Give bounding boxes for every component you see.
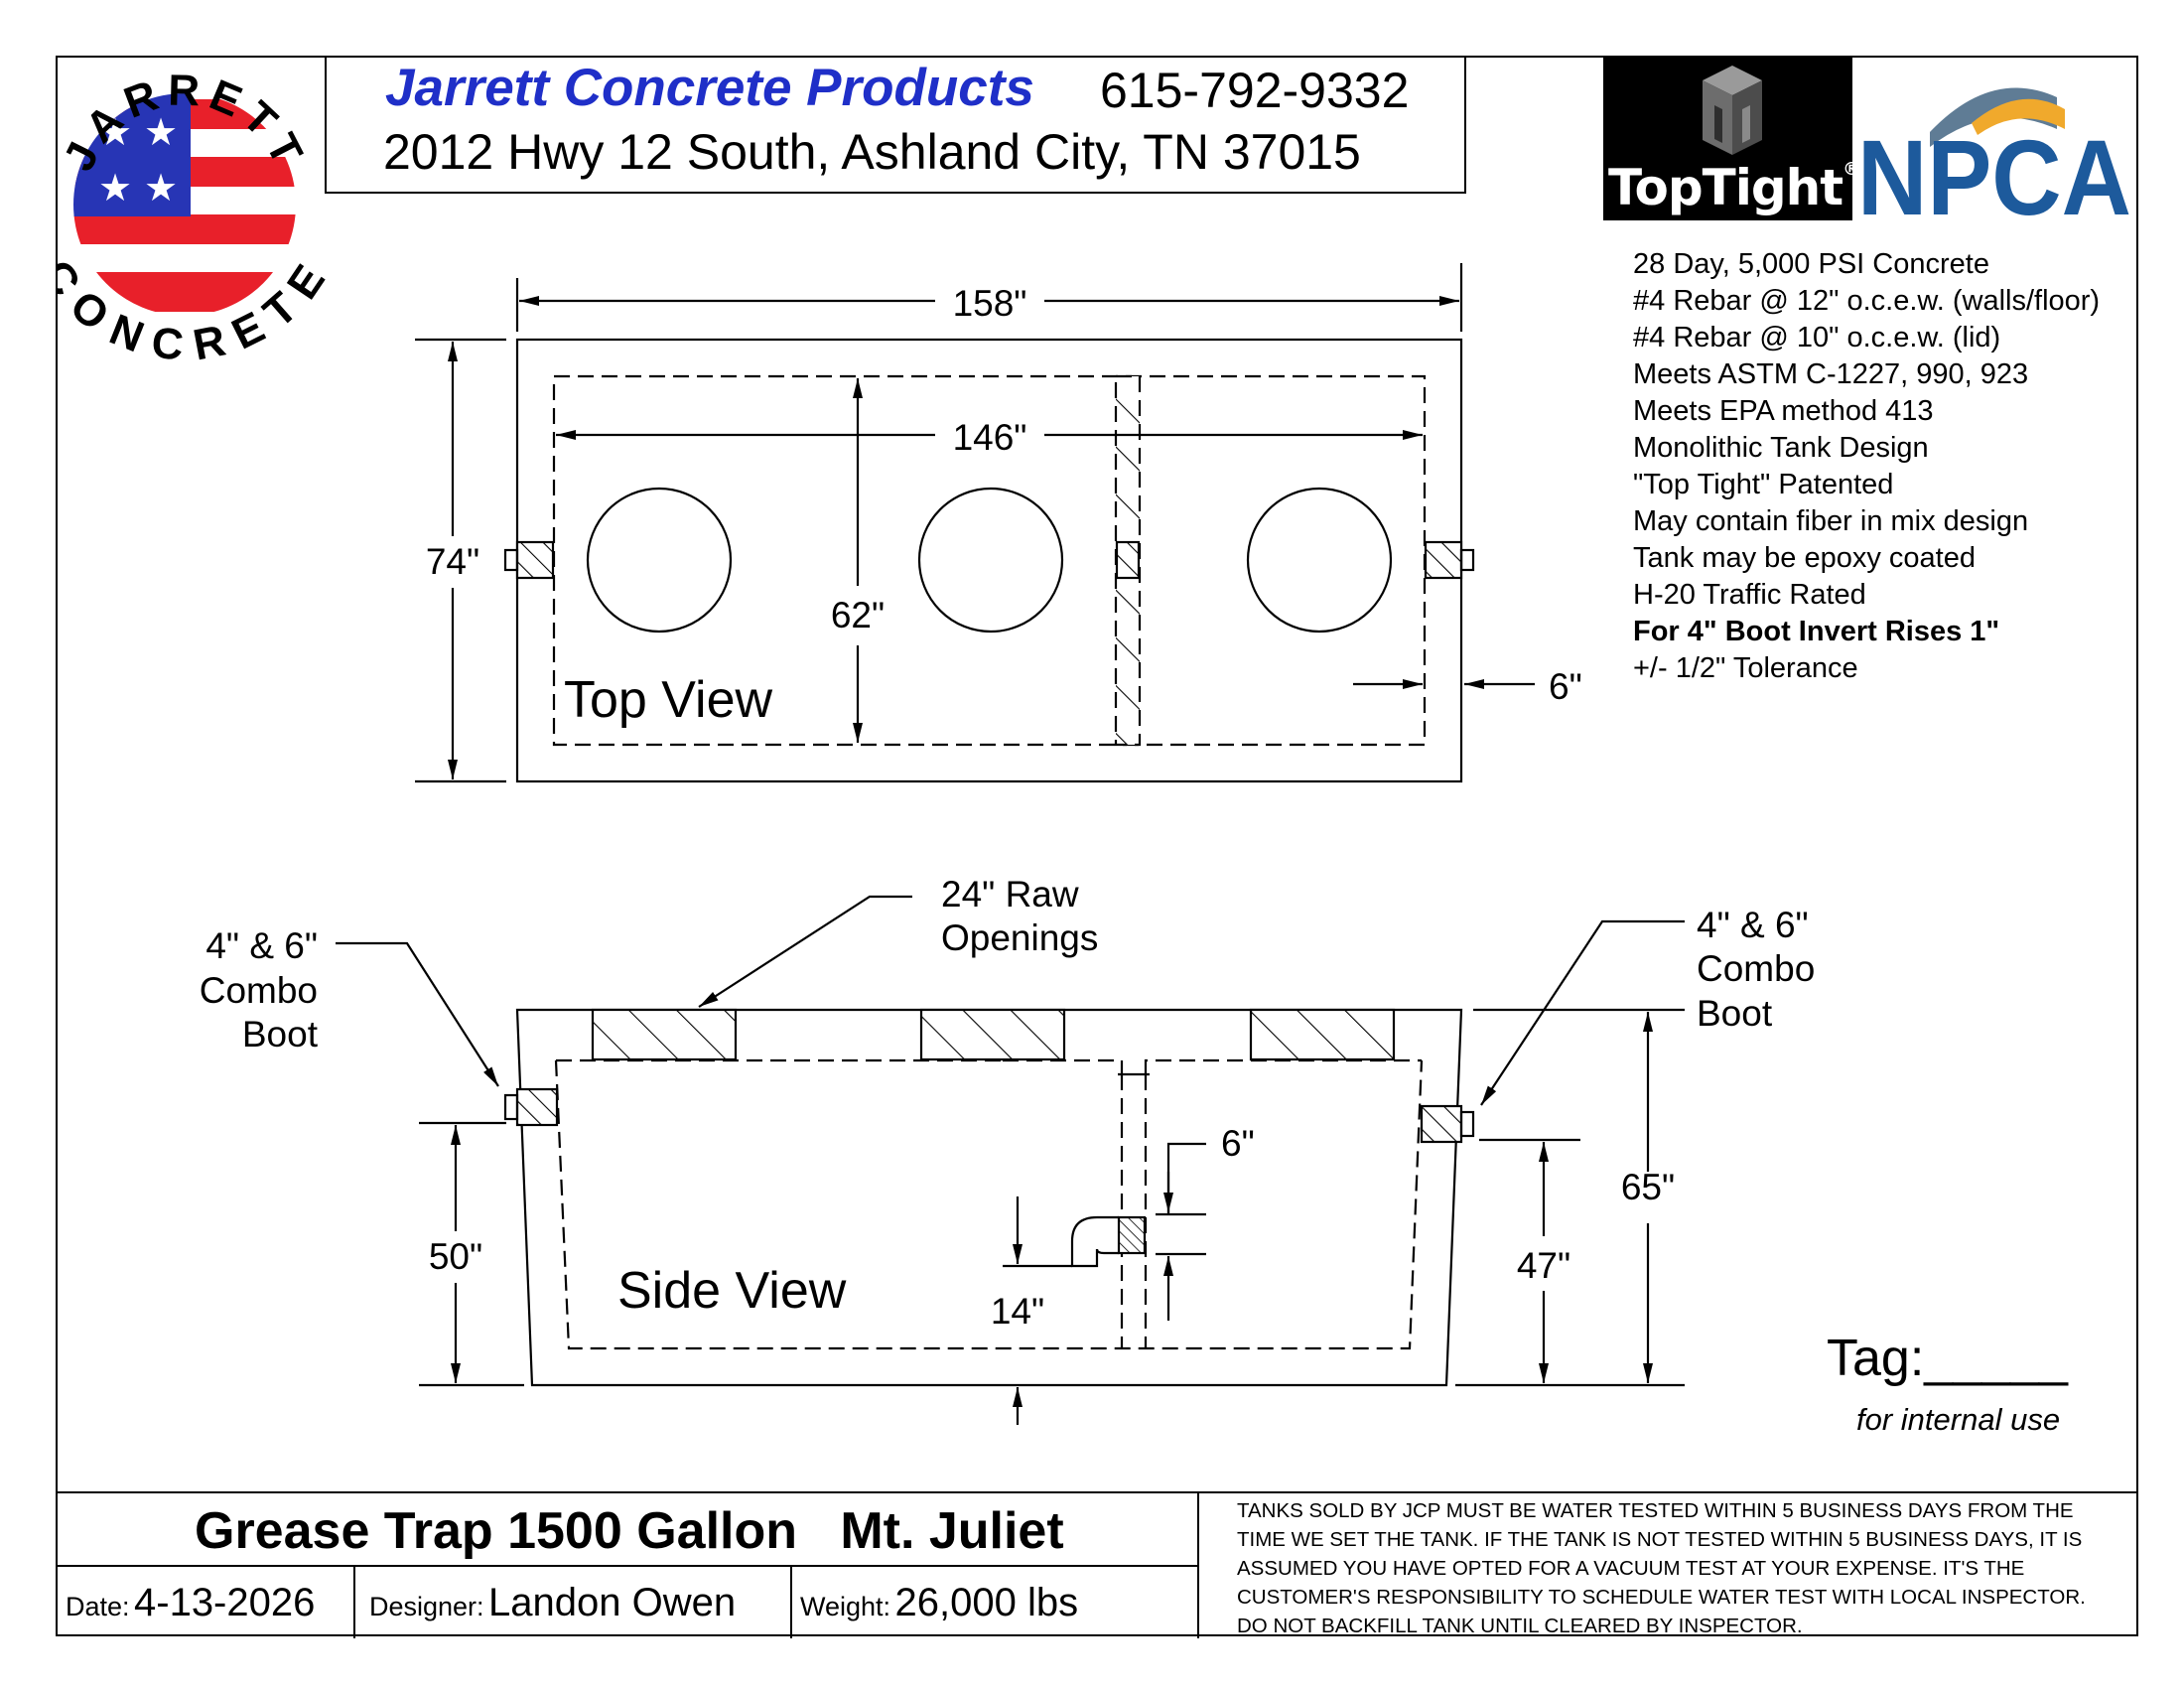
boot-right-line-3: Boot: [1697, 993, 1773, 1034]
side-view-boot-right-cap: [1459, 1110, 1475, 1138]
spec-rebar-walls: #4 Rebar @ 12" o.c.e.w. (walls/floor): [1633, 285, 2101, 317]
side-view-boot-right: [1420, 1104, 1463, 1144]
npca-wordmark: NPCA: [1857, 117, 2131, 220]
company-name: Jarrett Concrete Products: [385, 59, 1034, 117]
dim-length: 158": [953, 283, 1027, 324]
side-view-labels: 24" Raw Openings 4" & 6" Combo Boot 4" &…: [200, 874, 1816, 1332]
leader-boot-left: [336, 941, 499, 1087]
company-address: 2012 Hwy 12 South, Ashland City, TN 3701…: [383, 124, 1361, 180]
spec-patent: "Top Tight" Patented: [1633, 469, 1894, 500]
side-view-label: Side View: [617, 1262, 847, 1320]
designer-field: Designer: Landon Owen: [369, 1581, 736, 1625]
raw-openings-line-2: Openings: [941, 917, 1098, 958]
sheet-border: [56, 56, 2138, 1636]
toptight-cube-icon: [1703, 66, 1762, 155]
leader-raw-openings: [698, 895, 912, 1008]
designer-value: Landon Owen: [488, 1581, 737, 1624]
svg-text:★: ★: [144, 168, 178, 210]
spec-fiber: May contain fiber in mix design: [1633, 505, 2029, 537]
date-field: Date: 4-13-2026: [66, 1581, 315, 1625]
top-view: [415, 263, 1535, 783]
leader-boot-right: [1480, 919, 1685, 1106]
side-view-inner: [1144, 1058, 1422, 1074]
title-divider-v: [353, 1565, 355, 1638]
boot-right-line-1: 4" & 6": [1697, 905, 1809, 945]
weight-label: Weight:: [800, 1592, 891, 1621]
boot-left-line-2: Combo: [200, 970, 318, 1011]
top-view-label: Top View: [564, 671, 773, 729]
dim-baffle-gap: 6": [1221, 1123, 1255, 1164]
spec-tolerance: +/- 1/2" Tolerance: [1633, 652, 1858, 684]
dim-baffle-bottom: 14": [991, 1291, 1044, 1332]
top-view-baffle-port: [1115, 540, 1141, 580]
dim-inner-length: 146": [953, 417, 1027, 458]
spec-monolithic: Monolithic Tank Design: [1633, 432, 1929, 464]
dim-leader: [1166, 1142, 1206, 1214]
svg-text:★: ★: [144, 112, 178, 154]
water-test-disclaimer: TANKS SOLD BY JCP MUST BE WATER TESTED W…: [1237, 1499, 2086, 1637]
toptight-wordmark: TopTight®: [1608, 159, 1860, 216]
registered-mark: ®: [1843, 159, 1860, 180]
boot-left-line-3: Boot: [242, 1014, 319, 1055]
side-view-opening-3: [1249, 1008, 1396, 1061]
side-view-boot-left-cap: [503, 1093, 519, 1121]
title-divider-h: [56, 1565, 1197, 1567]
weight-value: 26,000 lbs: [894, 1581, 1079, 1624]
dim-width: 74": [426, 541, 479, 582]
dim-outlet-height: 47": [1517, 1245, 1570, 1286]
svg-text:★: ★: [98, 168, 132, 210]
spec-astm: Meets ASTM C-1227, 990, 923: [1633, 358, 2029, 390]
side-view-inner-shell: [554, 1059, 1424, 1350]
top-view-labels: 158" 146" 74" 62" 6" Top View: [426, 283, 1582, 729]
company-phone: 615-792-9332: [1100, 63, 1410, 118]
side-view-inner: [1003, 1058, 1124, 1074]
spec-boot-invert: For 4" Boot Invert Rises 1": [1633, 616, 2000, 647]
spec-rebar-lid: #4 Rebar @ 10" o.c.e.w. (lid): [1633, 322, 2001, 353]
title-block: [56, 1491, 2138, 1638]
boot-left-line-1: 4" & 6": [205, 925, 318, 966]
tank-title: Grease Trap 1500 Gallon Mt. Juliet: [195, 1502, 1064, 1560]
side-view-outline: [515, 1008, 1463, 1387]
jarrett-logo: ★ ★ ★ ★ JARRETT CONCRETE: [56, 67, 332, 371]
date-label: Date:: [66, 1592, 130, 1621]
raw-openings-line-1: 24" Raw: [941, 874, 1079, 914]
top-view-opening-3: [1246, 487, 1393, 633]
dim-inlet-height: 50": [429, 1236, 482, 1277]
side-view-opening-1: [591, 1008, 738, 1061]
top-view-opening-1: [586, 487, 733, 633]
dim-inner-width: 62": [831, 595, 885, 635]
top-view-boot-left-cap: [503, 548, 519, 572]
date-value: 4-13-2026: [134, 1581, 316, 1624]
side-view-elbow: [1070, 1215, 1119, 1268]
dim-total-height: 65": [1621, 1167, 1675, 1207]
top-view-boot-left: [515, 540, 555, 580]
title-divider-v: [790, 1565, 792, 1638]
top-view-opening-2: [917, 487, 1064, 633]
toptight-logo: [1603, 56, 1852, 220]
spec-list: 28 Day, 5,000 PSI Concrete #4 Rebar @ 12…: [1633, 246, 2100, 687]
spec-traffic: H-20 Traffic Rated: [1633, 579, 1866, 611]
boot-right-line-2: Combo: [1697, 948, 1815, 989]
header-box: [325, 56, 1466, 194]
side-view-baffle-port: [1117, 1215, 1147, 1255]
side-view-boot-left: [515, 1087, 559, 1127]
dim-wall: 6": [1549, 666, 1582, 707]
tag-note: for internal use: [1856, 1402, 2061, 1437]
side-view: [336, 895, 1685, 1425]
weight-field: Weight: 26,000 lbs: [800, 1581, 1078, 1625]
top-view-boot-right-cap: [1459, 548, 1475, 572]
title-divider-v: [1197, 1493, 1199, 1638]
tag-label: Tag:_____: [1827, 1330, 2068, 1387]
top-view-boot-right: [1424, 540, 1463, 580]
npca-swoosh-gold: [1972, 98, 2065, 135]
npca-logo: NPCA: [1857, 87, 2131, 220]
spec-epa: Meets EPA method 413: [1633, 395, 1934, 427]
toptight-name: TopTight: [1608, 159, 1843, 216]
spec-epoxy: Tank may be epoxy coated: [1633, 542, 1976, 574]
spec-concrete: 28 Day, 5,000 PSI Concrete: [1633, 248, 1989, 280]
side-view-opening-2: [919, 1008, 1066, 1061]
designer-label: Designer:: [369, 1592, 484, 1621]
